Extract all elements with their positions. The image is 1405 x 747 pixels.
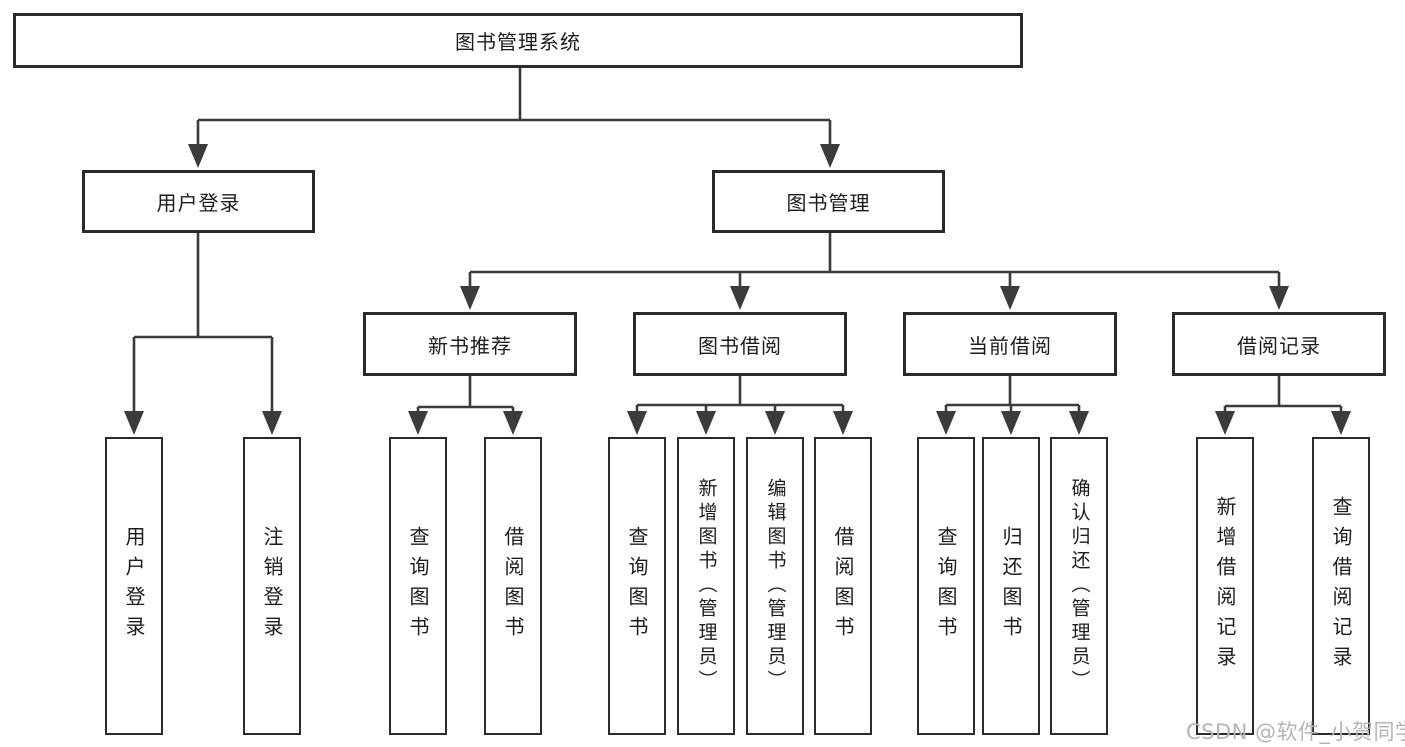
node-book-borrow: 图书借阅 [633,312,847,376]
leaf-current-return-book: 归还图书 [982,437,1040,735]
arrowhead-icon [1000,286,1020,310]
leaf-newbook-query-book: 查询图书 [389,437,447,735]
arrowhead-icon [188,144,208,168]
leaf-records-query-record: 查询借阅记录 [1312,437,1370,735]
arrowhead-icon [730,286,750,310]
node-borrow-records: 借阅记录 [1172,312,1386,376]
leaf-newbook-borrow-book: 借阅图书 [484,437,542,735]
leaf-logout: 注销登录 [243,437,301,735]
arrowhead-icon [820,144,840,168]
arrowhead-icon [503,411,523,435]
arrowhead-icon [408,411,428,435]
node-book-management: 图书管理 [712,170,945,233]
leaf-records-add-record: 新增借阅记录 [1196,437,1254,735]
node-root: 图书管理系统 [13,13,1023,68]
arrowhead-icon [627,411,647,435]
arrowhead-icon [1331,411,1351,435]
arrowhead-icon [765,411,785,435]
arrowhead-icon [1215,411,1235,435]
arrowhead-icon [936,411,956,435]
arrowhead-icon [1001,411,1021,435]
arrowhead-icon [124,411,144,435]
arrowhead-icon [460,286,480,310]
arrowhead-icon [696,411,716,435]
leaf-borrow-query-book: 查询图书 [608,437,666,735]
watermark: CSDN @软件_小贺同学 [1186,720,1405,744]
arrowhead-icon [833,411,853,435]
node-user-login: 用户登录 [82,170,315,233]
arrowhead-icon [1069,411,1089,435]
leaf-current-confirm-return-admin: 确认归还（管理员） [1050,437,1108,735]
leaf-current-query-book: 查询图书 [917,437,975,735]
leaf-borrow-edit-book-admin: 编辑图书（管理员） [746,437,804,735]
arrowhead-icon [1269,286,1289,310]
leaf-borrow-add-book-admin: 新增图书（管理员） [677,437,735,735]
arrowhead-icon [262,411,282,435]
leaf-borrow-borrow-book: 借阅图书 [814,437,872,735]
leaf-user-login: 用户登录 [105,437,163,735]
node-new-book-recommend: 新书推荐 [363,312,577,376]
node-current-borrow: 当前借阅 [903,312,1117,376]
